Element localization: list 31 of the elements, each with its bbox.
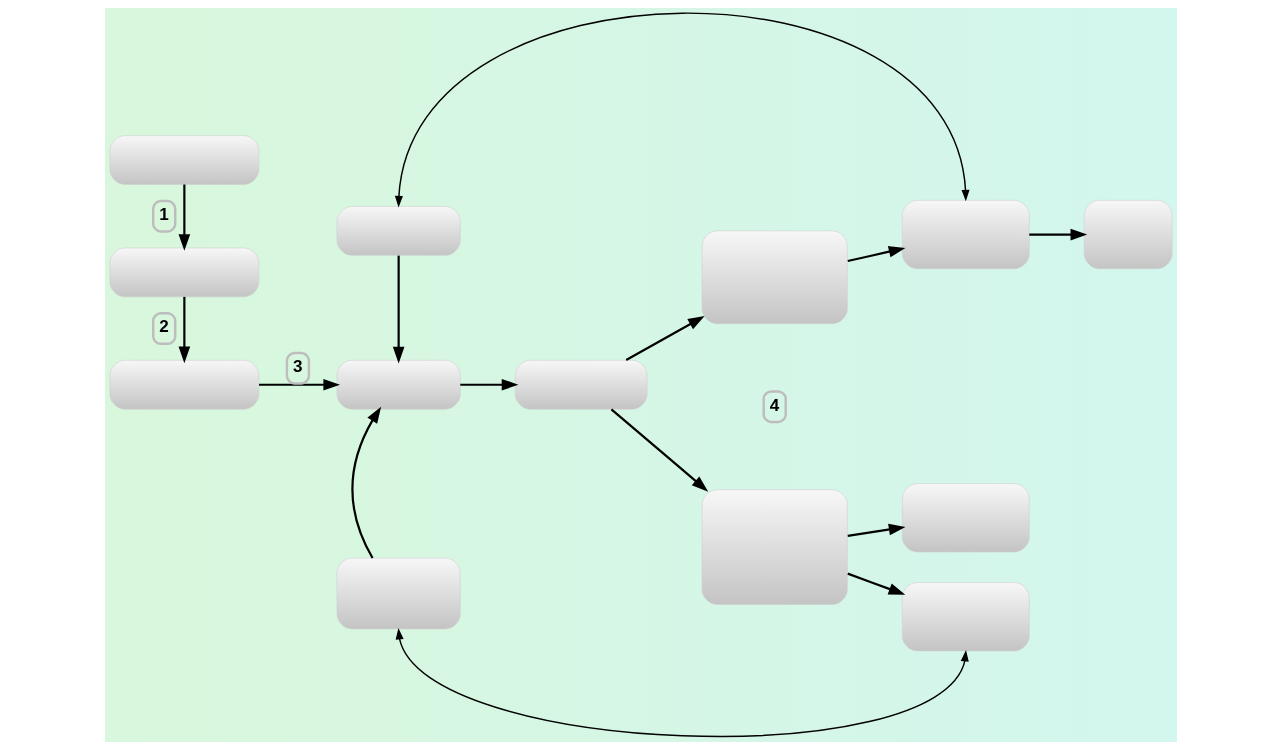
node-box [109,360,260,410]
arrow [395,627,969,737]
arrow [1029,228,1088,241]
node-box [701,230,848,324]
node-box [901,200,1030,270]
arrow [351,406,382,559]
edge-label: 1 [159,205,169,225]
node-box [701,489,848,605]
node-box [901,582,1030,652]
node-box [336,206,461,256]
node-box [1083,200,1173,270]
node-box [109,135,260,185]
node-box [336,360,461,410]
arrow [847,245,906,263]
arrow [178,184,191,251]
arrow [394,12,970,208]
arrow [847,523,906,538]
edge-label: 3 [293,357,303,377]
arrow [460,378,519,391]
arrow [178,296,191,364]
node-box [901,483,1030,553]
arrow [392,255,405,364]
label: 4 [769,395,780,415]
node-box [514,360,648,410]
arrow [610,408,709,492]
arrow [847,572,906,595]
edge-label: 2 [159,317,169,337]
arrow [625,316,705,362]
node-box [336,557,461,630]
node-box [109,247,260,298]
arrow [259,378,341,391]
